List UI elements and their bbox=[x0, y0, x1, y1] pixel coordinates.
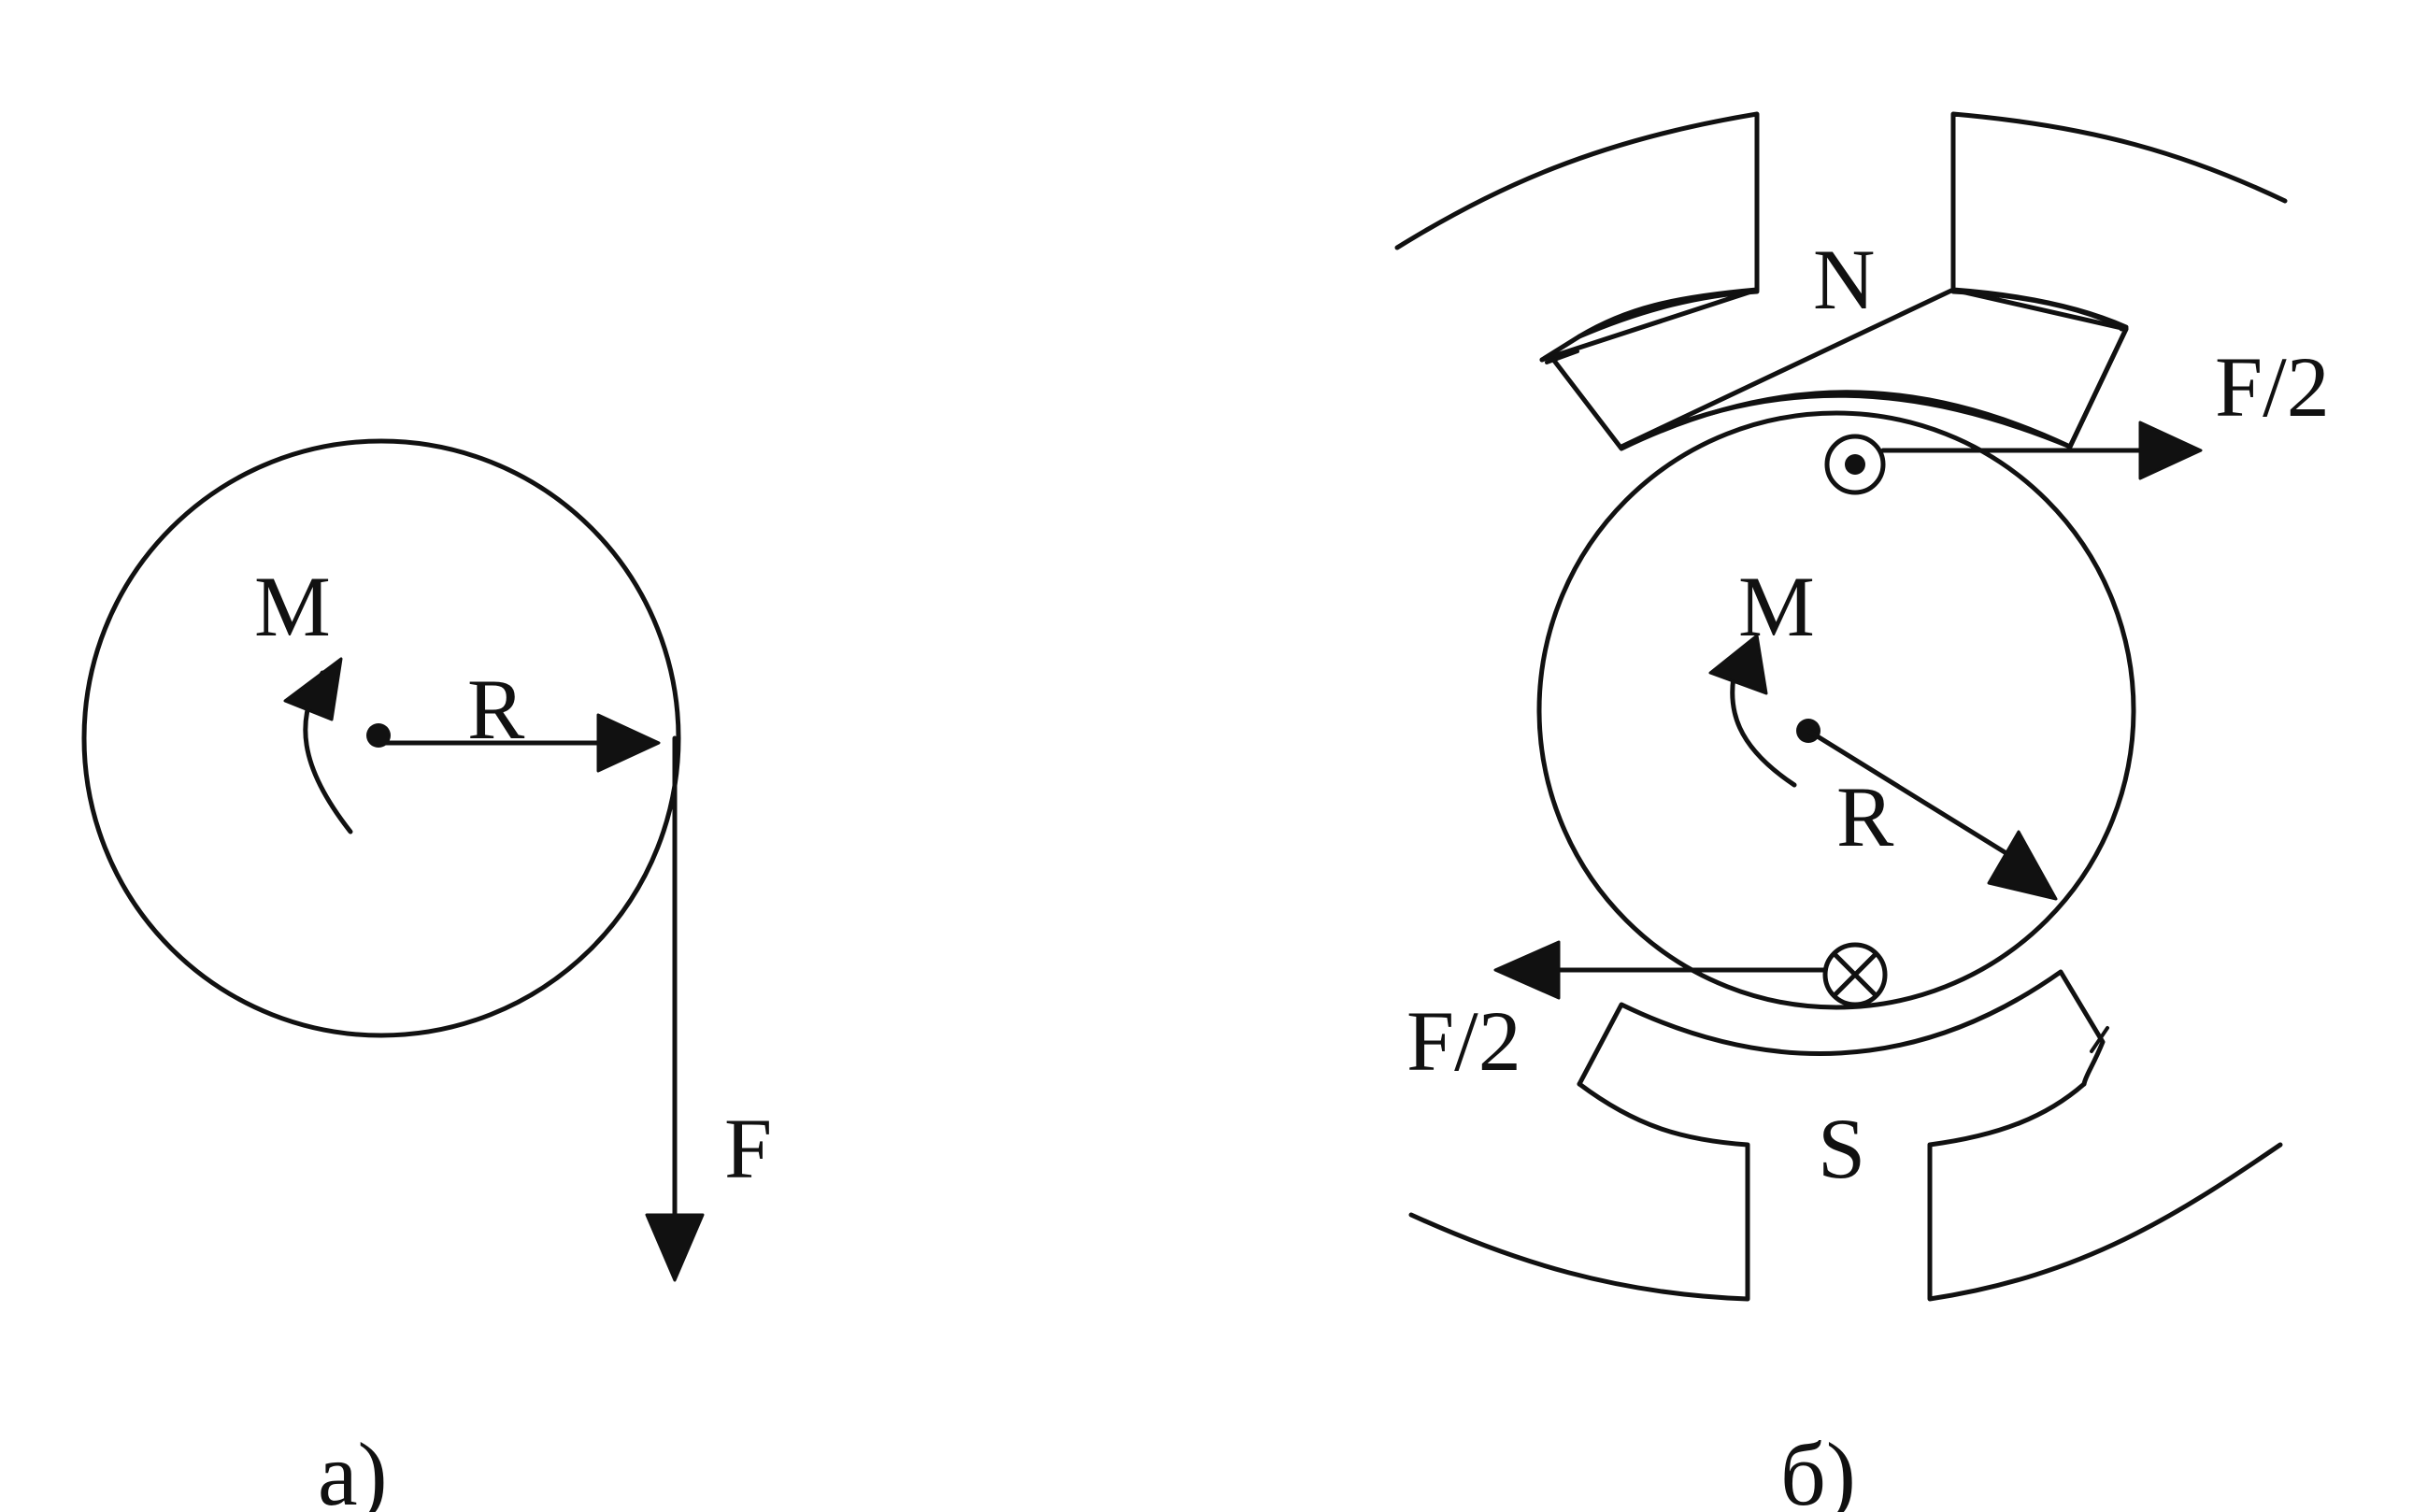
north-pole-tick-left bbox=[1545, 349, 1579, 364]
panel-a-moment-label: M bbox=[254, 559, 331, 654]
north-pole-label: N bbox=[1813, 232, 1875, 327]
conductor-out-of-page-dot bbox=[1845, 454, 1865, 475]
panel-a-radius-label: R bbox=[467, 662, 525, 757]
panel-b-force-top-arrowhead bbox=[2138, 421, 2203, 480]
panel-a-moment-arrowhead bbox=[283, 657, 343, 721]
panel-b: N S M R F/2 F/2 б) bbox=[1394, 111, 2330, 1512]
panel-b-force-bottom-label: F/2 bbox=[1406, 993, 1521, 1089]
panel-b-moment-label: M bbox=[1738, 559, 1815, 654]
south-pole-tick-right bbox=[2090, 1026, 2109, 1053]
panel-b-radius-arrow-shaft bbox=[1806, 728, 2012, 858]
panel-a-radius-arrowhead bbox=[596, 713, 661, 773]
conductor-into-page-cross-2 bbox=[1832, 951, 1878, 998]
stator-yoke-top-left bbox=[1394, 111, 1760, 363]
panel-a-force-arrowhead bbox=[645, 1213, 705, 1282]
conductor-into-page-icon bbox=[1822, 942, 1888, 1007]
stator-yoke-bottom-left bbox=[1408, 1081, 1750, 1302]
panel-b-radius-arrowhead bbox=[1987, 830, 2058, 901]
stator-yoke-bottom-right bbox=[1927, 1081, 2283, 1302]
panel-b-rotor-circle bbox=[1536, 410, 2136, 1010]
panel-a-caption: а) bbox=[318, 1424, 388, 1512]
panel-b-force-top-label: F/2 bbox=[2215, 339, 2330, 435]
panel-b-moment-arrowhead bbox=[1708, 634, 1768, 695]
panel-a-force-label: F bbox=[724, 1101, 772, 1196]
conductor-out-of-page-icon bbox=[1824, 434, 1886, 495]
panel-a-rotor-circle bbox=[81, 438, 681, 1038]
north-pole-shoe-outline bbox=[1549, 289, 2129, 451]
panel-b-force-bottom-arrowhead bbox=[1493, 940, 1561, 1000]
panel-a: M R F а) bbox=[81, 438, 772, 1512]
south-pole-shoe-outline bbox=[1577, 969, 2106, 1087]
panel-b-caption: б) bbox=[1780, 1424, 1856, 1512]
south-pole-label: S bbox=[1818, 1101, 1865, 1196]
panel-b-radius-label: R bbox=[1836, 769, 1894, 864]
